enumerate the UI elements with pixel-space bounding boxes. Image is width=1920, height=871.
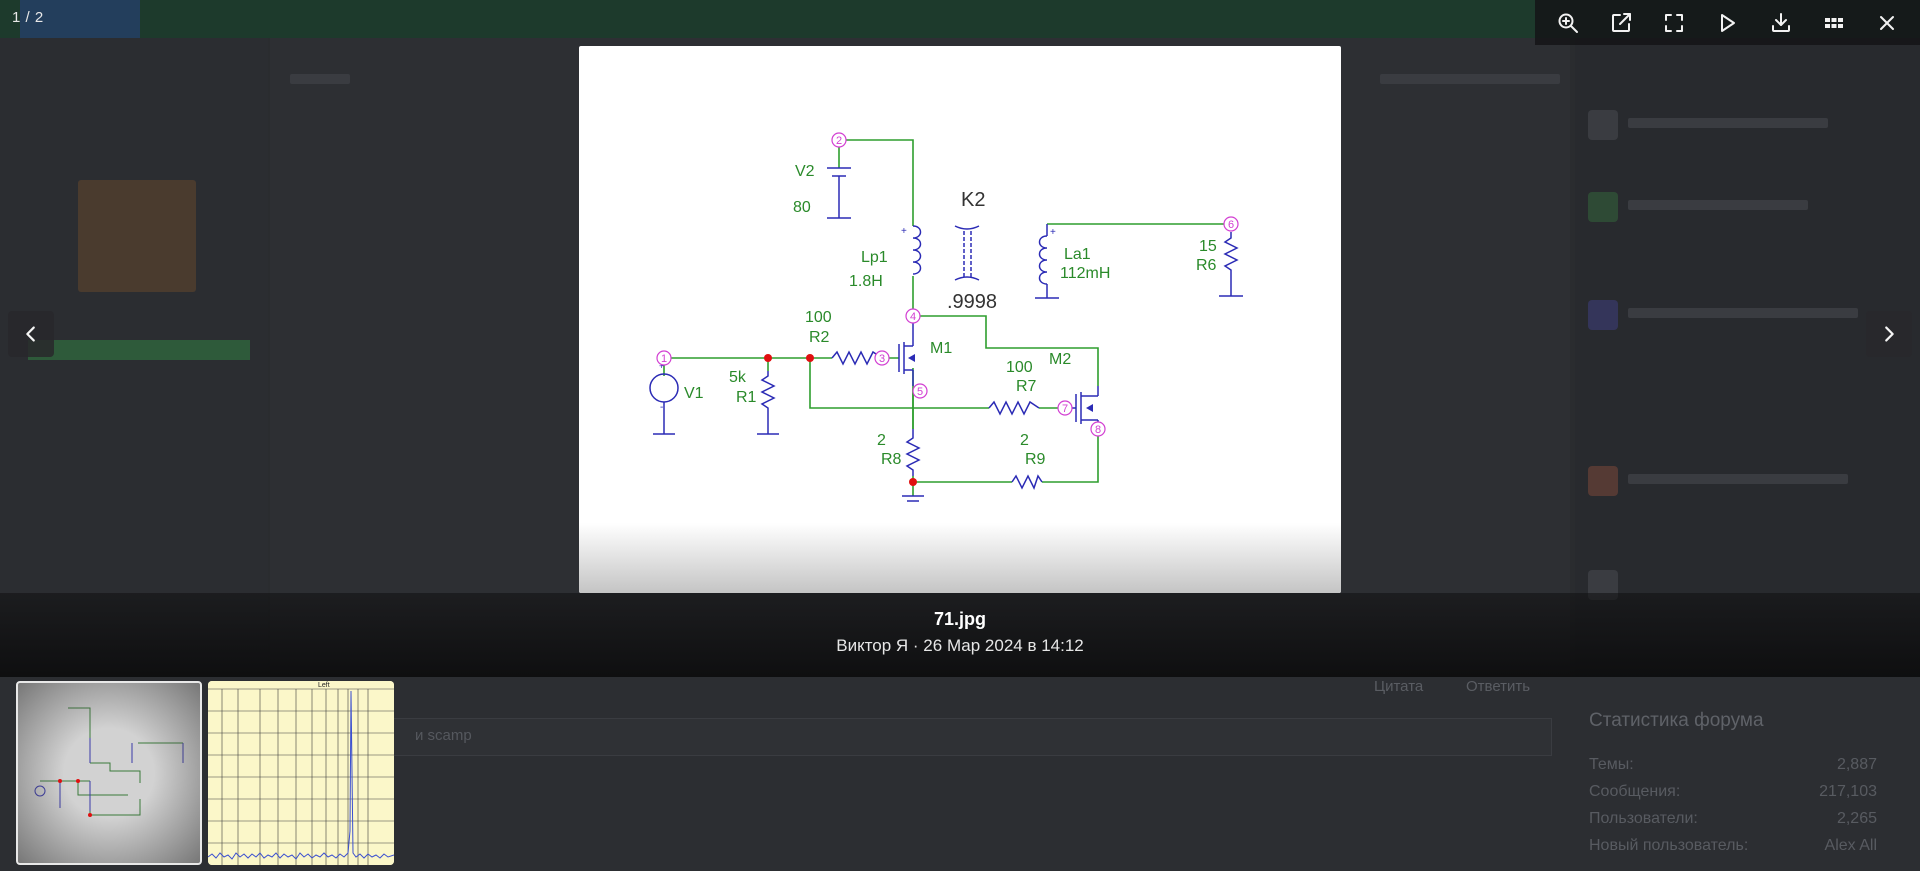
r9-value: 2 (1020, 432, 1029, 449)
r2-value: 100 (805, 309, 832, 326)
lightbox-toolbar (1535, 0, 1920, 45)
download-button[interactable] (1763, 5, 1799, 41)
bg-line (290, 74, 350, 84)
previous-image-button[interactable] (8, 311, 54, 357)
r1-value: 5k (729, 369, 747, 386)
quote-link[interactable]: Цитата (1374, 678, 1424, 695)
forum-stats-title: Статистика форума (1589, 710, 1764, 731)
bg-line (1628, 474, 1848, 484)
chevron-right-icon (1885, 326, 1894, 342)
image-meta: Виктор Я · 26 Мар 2024 в 14:12 (836, 636, 1084, 655)
bg-avatar (1588, 110, 1618, 140)
image-filename: 71.jpg (933, 609, 986, 629)
thumbnail-vignette (18, 683, 200, 863)
stat-row-messages: Сообщения:217,103 (1589, 783, 1877, 800)
thumbnails-grid-button[interactable] (1816, 5, 1852, 41)
fullscreen-button[interactable] (1656, 5, 1692, 41)
image-counter: 1 / 2 (12, 9, 44, 26)
image-fade (579, 523, 1341, 593)
bg-line (1380, 74, 1560, 84)
nav-tab (20, 0, 140, 38)
thumbnails-grid-icon (1825, 17, 1844, 28)
author-rank-bar (28, 340, 250, 360)
thumbnail-schematic[interactable] (16, 681, 202, 865)
quote-snippet: и scamp (415, 727, 472, 744)
bg-line (1628, 200, 1808, 210)
circuit-schematic: + + + - 2 1 3 4 5 6 7 8 V2 80 Lp1 1.8H (649, 132, 1243, 502)
r2-label: R2 (809, 329, 830, 346)
play-slideshow-button[interactable] (1709, 5, 1745, 41)
r8-value: 2 (877, 432, 886, 449)
la1-value: 112mH (1060, 265, 1110, 282)
node-marker: 4 (905, 308, 921, 324)
svg-text:6: 6 (1228, 219, 1234, 231)
thumbnail-spectrum-image: Left (208, 681, 394, 865)
svg-text:4: 4 (910, 311, 916, 323)
m2-label: M2 (1049, 351, 1071, 368)
close-button[interactable] (1869, 5, 1905, 41)
zoom-in-button[interactable] (1550, 5, 1586, 41)
thumbnail-spectrum[interactable]: Left (208, 681, 394, 865)
svg-text:+: + (659, 361, 664, 371)
bg-avatar (1588, 466, 1618, 496)
r8-label: R8 (881, 451, 902, 468)
chevron-left-icon (26, 326, 35, 342)
v2-value: 80 (793, 199, 811, 216)
svg-text:1: 1 (661, 353, 667, 365)
r7-label: R7 (1016, 378, 1037, 395)
node-marker: 3 (874, 350, 890, 366)
play-slideshow-icon (1721, 13, 1736, 32)
node-marker: 2 (831, 132, 847, 148)
stat-row-newest-user: Новый пользователь:Alex All (1589, 837, 1877, 854)
caption-bar: 71.jpg Виктор Я · 26 Мар 2024 в 14:12 (0, 593, 1920, 677)
svg-text:3: 3 (879, 353, 885, 365)
stat-row-users: Пользователи:2,265 (1589, 810, 1877, 827)
open-new-window-button[interactable] (1603, 5, 1639, 41)
r7-value: 100 (1006, 359, 1033, 376)
r1-label: R1 (736, 389, 757, 406)
svg-text:7: 7 (1062, 403, 1068, 415)
download-icon (1771, 12, 1790, 32)
zoom-in-icon (1558, 13, 1578, 33)
lp1-value: 1.8H (849, 273, 883, 290)
node-marker: 5 (912, 383, 928, 399)
thumbnail-left-label: Left (318, 682, 330, 689)
transformer-label: K2 (961, 189, 985, 211)
lp1-label: Lp1 (861, 249, 888, 266)
node-marker: 1 (656, 350, 672, 366)
open-new-window-icon (1611, 12, 1631, 32)
quote-box: и scamp (390, 718, 1552, 756)
author-avatar (78, 180, 196, 292)
close-icon (1880, 15, 1895, 30)
svg-text:2: 2 (836, 135, 842, 147)
r6-label: R6 (1196, 257, 1217, 274)
svg-text:8: 8 (1095, 424, 1101, 436)
svg-text:+: + (901, 226, 907, 237)
bg-line (1628, 118, 1828, 128)
v1-label: V1 (684, 385, 704, 402)
coupling-value: .9998 (947, 291, 997, 313)
m1-label: M1 (930, 340, 952, 357)
next-image-button[interactable] (1866, 311, 1912, 357)
bg-avatar (1588, 300, 1618, 330)
lightbox-main-image[interactable]: + + + - 2 1 3 4 5 6 7 8 V2 80 Lp1 1.8H (579, 46, 1341, 593)
r9-label: R9 (1025, 451, 1046, 468)
node-marker: 7 (1057, 400, 1073, 416)
svg-text:+: + (1050, 227, 1056, 238)
r6-value: 15 (1199, 238, 1217, 255)
node-marker: 8 (1090, 421, 1106, 437)
node-marker: 6 (1223, 216, 1239, 232)
svg-text:5: 5 (917, 386, 923, 398)
reply-link[interactable]: Ответить (1466, 678, 1531, 695)
la1-label: La1 (1064, 246, 1091, 263)
bg-avatar (1588, 192, 1618, 222)
v2-label: V2 (795, 163, 815, 180)
fullscreen-icon (1665, 13, 1684, 32)
stat-row-topics: Темы:2,887 (1589, 756, 1877, 773)
svg-text:-: - (660, 402, 663, 413)
bg-line (1628, 308, 1858, 318)
